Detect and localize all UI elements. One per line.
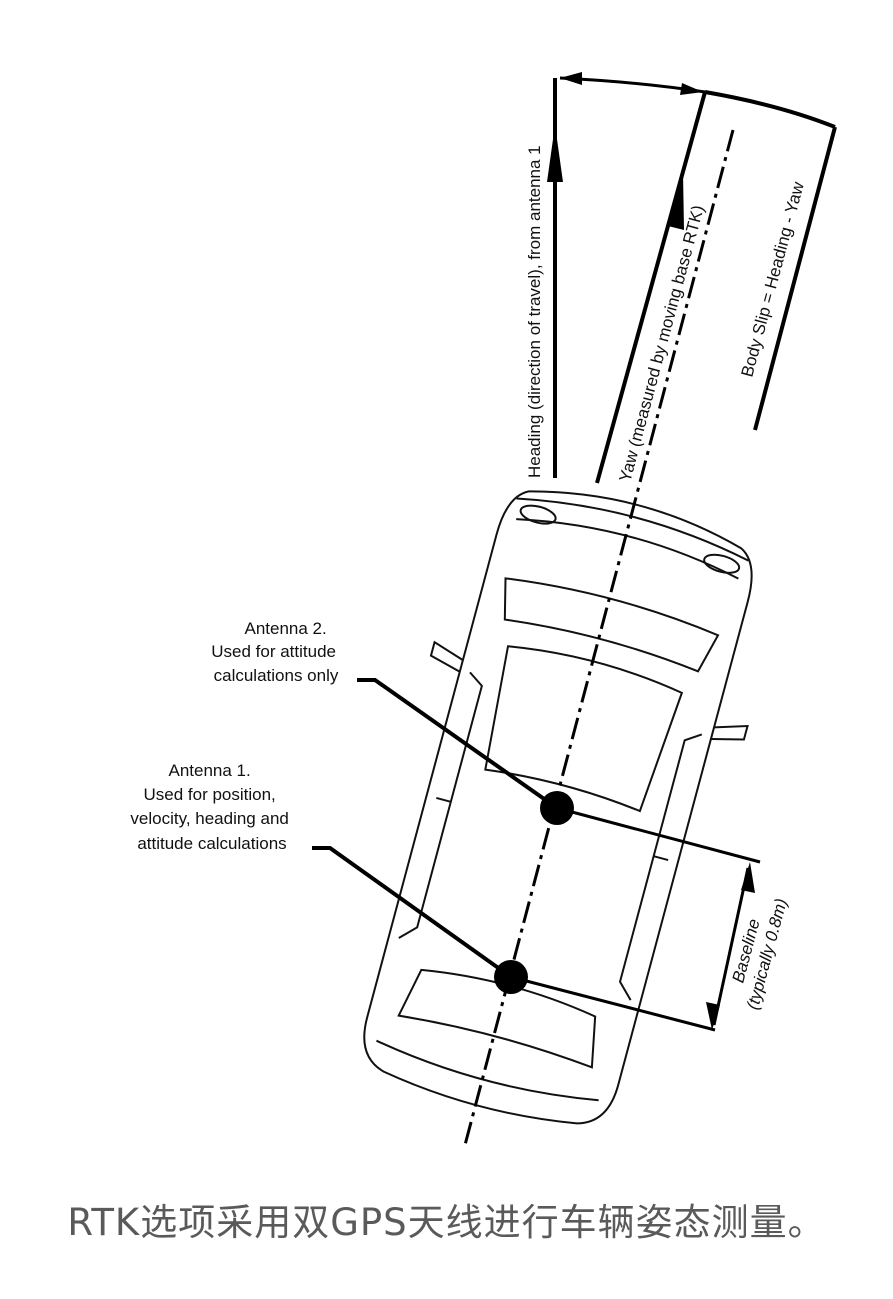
antenna2-label: Antenna 2. Used for attitude calculation… bbox=[211, 619, 340, 685]
antenna1-label: Antenna 1. Used for position, velocity, … bbox=[130, 761, 293, 853]
heading-label: Heading (direction of travel), from ante… bbox=[525, 145, 544, 478]
baseline-label: Baseline (typically 0.8m) bbox=[723, 891, 791, 1012]
heading-arrow-icon bbox=[547, 125, 563, 182]
antenna2-icon bbox=[540, 791, 574, 825]
antenna1-icon bbox=[494, 960, 528, 994]
yaw-line bbox=[595, 91, 707, 484]
body-slip-line bbox=[753, 126, 837, 431]
body-slip-label: Body Slip = Heading - Yaw bbox=[738, 179, 809, 379]
baseline-dimension bbox=[712, 867, 750, 1026]
antenna1-leader bbox=[312, 846, 513, 979]
caption: RTK选项采用双GPS天线进行车辆姿态测量。 bbox=[67, 1201, 826, 1244]
antenna2-leader bbox=[357, 678, 559, 810]
yaw-arrow-icon bbox=[668, 172, 684, 230]
